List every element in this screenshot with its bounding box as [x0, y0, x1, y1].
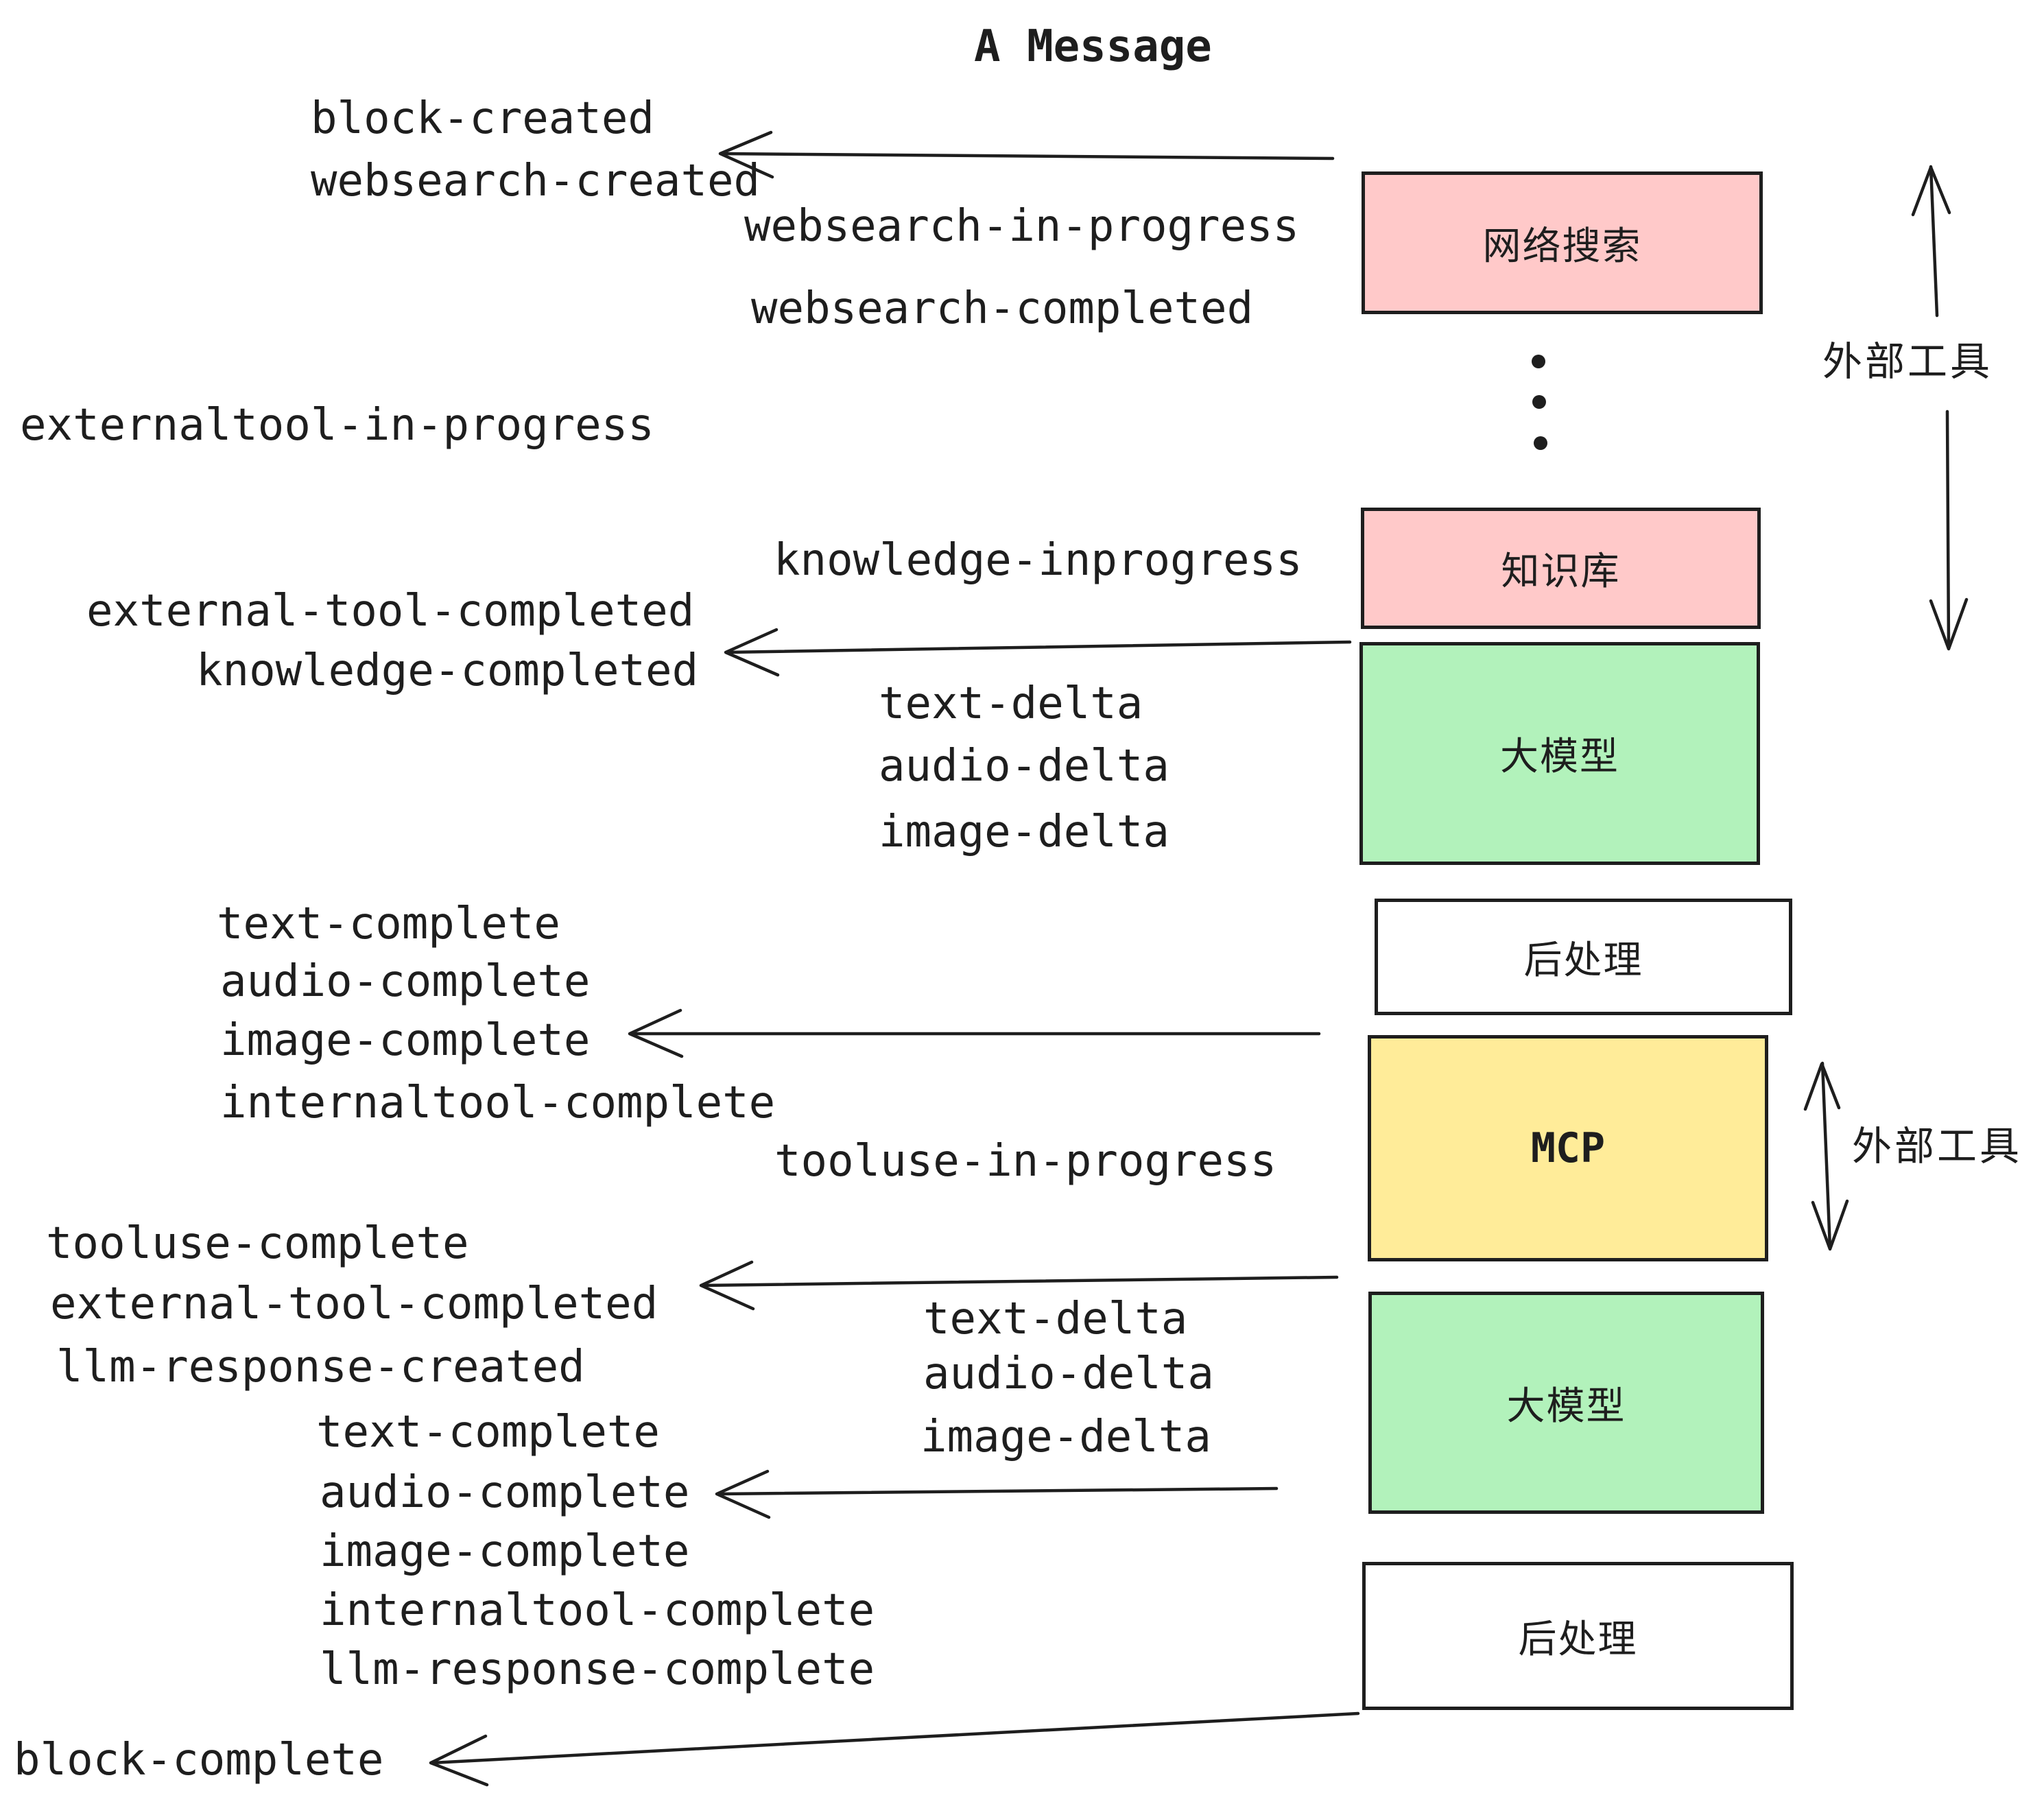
arrow-audio-complete [715, 1469, 1279, 1519]
event-external-tool-completed-1: external-tool-completed [86, 586, 695, 637]
double-arrow-external-tool-mid [1803, 1061, 1849, 1251]
event-websearch-completed: websearch-completed [751, 283, 1254, 334]
box-postprocess-2: 后处理 [1362, 1562, 1794, 1710]
event-tooluse-complete: tooluse-complete [46, 1218, 469, 1269]
box-knowledge-label: 知识库 [1501, 549, 1621, 594]
event-image-delta-2: image-delta [920, 1412, 1211, 1462]
event-internaltool-complete-2: internaltool-complete [320, 1585, 875, 1636]
box-postprocess-2-label: 后处理 [1518, 1617, 1638, 1662]
event-image-complete-1: image-complete [220, 1015, 591, 1066]
event-knowledge-inprogress: knowledge-inprogress [774, 535, 1303, 586]
event-text-delta-1: text-delta [879, 678, 1143, 729]
box-mcp-label: MCP [1530, 1124, 1606, 1172]
event-audio-complete-1: audio-complete [220, 956, 591, 1007]
box-knowledge: 知识库 [1361, 508, 1761, 629]
event-external-tool-completed-2: external-tool-completed [50, 1279, 658, 1329]
event-text-complete-2: text-complete [316, 1407, 660, 1458]
page-title: A Message [974, 21, 1212, 72]
event-llm-response-created: llm-response-created [56, 1342, 585, 1392]
event-llm-response-complete: llm-response-complete [320, 1644, 875, 1695]
event-externaltool-in-progress: externaltool-in-progress [20, 400, 654, 451]
event-text-delta-2: text-delta [923, 1294, 1188, 1344]
box-llm-2-label: 大模型 [1506, 1384, 1626, 1429]
box-llm-1-label: 大模型 [1500, 735, 1619, 779]
box-websearch-label: 网络搜索 [1482, 224, 1642, 269]
arrow-tooluse-complete [699, 1260, 1339, 1311]
double-arrow-external-tool-top [1911, 165, 1969, 651]
event-internaltool-complete-1: internaltool-complete [220, 1078, 776, 1128]
event-text-complete-1: text-complete [217, 899, 560, 949]
event-websearch-in-progress: websearch-in-progress [744, 201, 1300, 252]
ellipsis-dots [1532, 355, 1547, 450]
box-llm-2: 大模型 [1368, 1292, 1764, 1514]
external-tool-label-mid: 外部工具 [1852, 1123, 2023, 1170]
event-tooluse-in-progress: tooluse-in-progress [774, 1136, 1277, 1187]
arrow-block-complete [429, 1711, 1360, 1787]
arrow-knowledge-completed [724, 628, 1352, 677]
event-audio-delta-1: audio-delta [879, 741, 1169, 792]
box-mcp: MCP [1368, 1035, 1768, 1261]
event-image-delta-1: image-delta [879, 807, 1169, 857]
event-audio-delta-2: audio-delta [923, 1349, 1214, 1399]
event-audio-complete-2: audio-complete [320, 1467, 690, 1518]
event-image-complete-2: image-complete [320, 1526, 690, 1577]
event-knowledge-completed: knowledge-completed [196, 645, 699, 696]
event-websearch-created: websearch-created [311, 156, 761, 206]
arrow-image-complete [628, 1008, 1321, 1058]
event-block-complete: block-complete [14, 1735, 384, 1785]
arrow-websearch-created [718, 130, 1335, 179]
event-block-created: block-created [311, 93, 654, 144]
box-websearch: 网络搜索 [1362, 171, 1763, 314]
external-tool-label-top: 外部工具 [1822, 338, 1993, 385]
box-postprocess-1: 后处理 [1375, 899, 1792, 1015]
box-llm-1: 大模型 [1359, 642, 1760, 865]
box-postprocess-1-label: 后处理 [1523, 938, 1643, 983]
